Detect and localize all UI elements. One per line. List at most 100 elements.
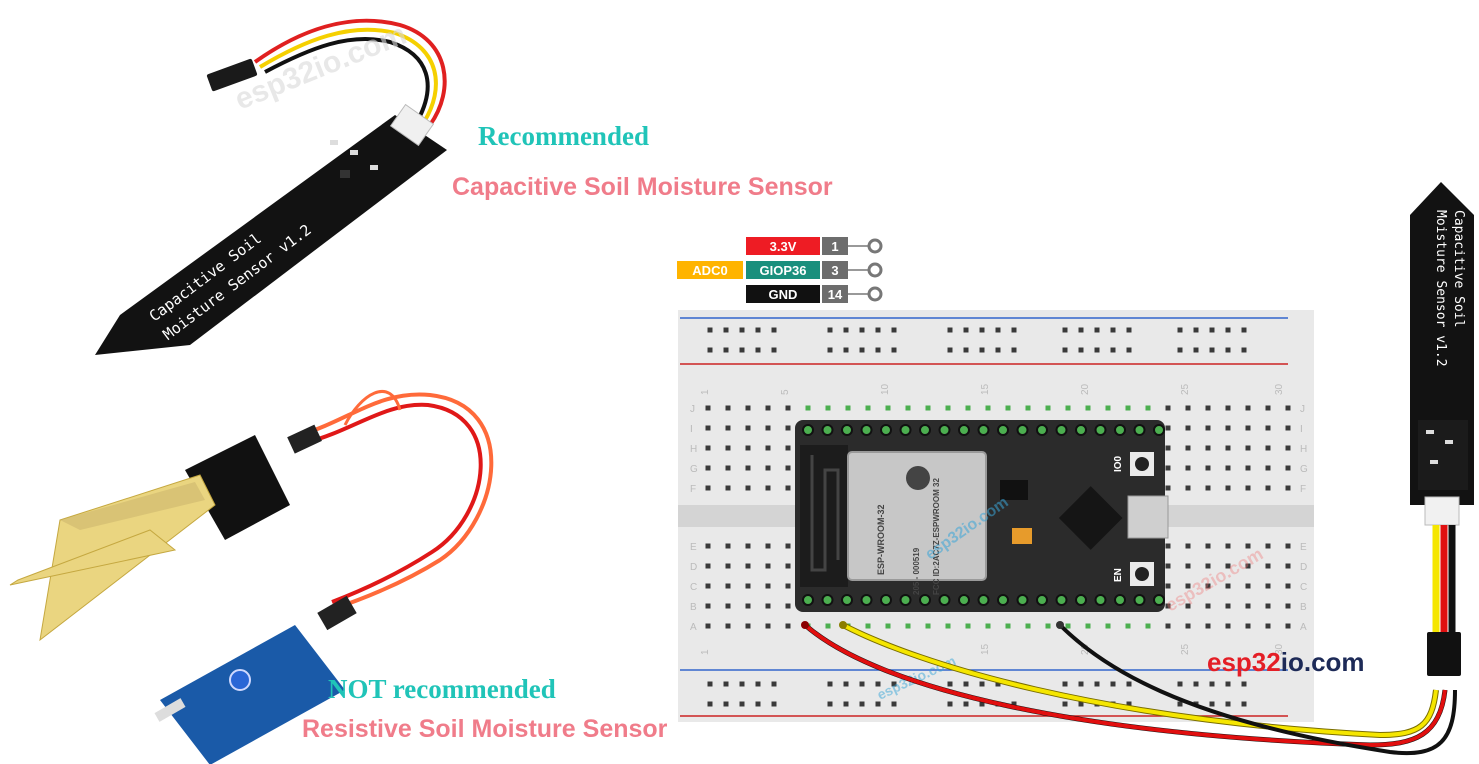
breadboard-hole	[1185, 583, 1191, 589]
breadboard-hole	[745, 405, 751, 411]
breadboard-hole	[875, 347, 881, 353]
breadboard-hole	[1209, 347, 1215, 353]
row-letter: I	[1300, 424, 1303, 435]
breadboard-hole	[1205, 425, 1211, 431]
breadboard-hole	[1225, 485, 1231, 491]
pin-signal-adc0: ADC0	[692, 263, 727, 278]
breadboard-hole	[1285, 623, 1291, 629]
breadboard-hole	[1177, 701, 1183, 707]
breadboard-hole	[1085, 405, 1091, 411]
esp32-header-pin	[977, 424, 990, 436]
esp32-header-pin	[841, 424, 853, 436]
esp32-header-pin	[1094, 424, 1107, 436]
breadboard-hole	[1241, 681, 1247, 687]
breadboard-hole	[755, 701, 761, 707]
esp32-board: ESP-WROOM-32 205 - 000519 FCC ID:2AC7Z-E…	[795, 420, 1169, 612]
breadboard-hole	[745, 425, 751, 431]
capacitive-sensor-right-text-2: Moisture Sensor v1.2	[1433, 210, 1448, 367]
breadboard-hole	[1225, 563, 1231, 569]
breadboard-hole	[765, 583, 771, 589]
breadboard-hole	[827, 701, 833, 707]
esp32-header-pin	[1016, 594, 1029, 606]
breadboard-hole	[1185, 405, 1191, 411]
breadboard-hole	[725, 563, 731, 569]
breadboard-hole	[705, 603, 711, 609]
col-number-25-top: 25	[1180, 383, 1191, 395]
breadboard-hole	[843, 347, 849, 353]
breadboard-hole	[745, 603, 751, 609]
esp32-header-pin	[1016, 424, 1029, 436]
breadboard-hole	[843, 701, 849, 707]
breadboard-hole	[739, 327, 745, 333]
breadboard-hole	[765, 603, 771, 609]
breadboard-hole	[1265, 623, 1271, 629]
brand-com: .com	[1304, 647, 1365, 677]
watermark-text: esp32io.com	[230, 18, 411, 117]
esp32-header-pin	[860, 594, 873, 606]
breadboard-hole	[1285, 603, 1291, 609]
row-letter: H	[1300, 444, 1307, 455]
breadboard-hole	[1265, 405, 1271, 411]
breadboard-hole	[771, 327, 777, 333]
esp32-header-pin	[860, 424, 873, 436]
breadboard-hole	[945, 405, 951, 411]
breadboard-hole	[1209, 681, 1215, 687]
not-recommended-heading: NOT recommended	[328, 674, 556, 704]
breadboard-hole	[745, 543, 751, 549]
breadboard-hole	[1205, 583, 1211, 589]
row-letter: C	[690, 582, 697, 593]
esp32-header-pin	[802, 594, 814, 606]
pin-name-box-vcc	[746, 237, 820, 255]
breadboard-hole	[785, 425, 791, 431]
breadboard-hole	[1165, 485, 1171, 491]
breadboard-hole	[1241, 327, 1247, 333]
breadboard-holes	[705, 327, 1291, 707]
breadboard-hole	[1025, 623, 1031, 629]
breadboard-hole	[725, 425, 731, 431]
breadboard-hole	[1205, 603, 1211, 609]
breadboard-hole	[1265, 583, 1271, 589]
col-number-30-top: 30	[1274, 383, 1285, 395]
breadboard-hole	[979, 347, 985, 353]
breadboard-hole	[771, 701, 777, 707]
breadboard-hole	[825, 405, 831, 411]
breadboard-hole	[725, 603, 731, 609]
breadboard-hole	[1110, 347, 1116, 353]
breadboard-hole	[1225, 425, 1231, 431]
button-en-label: EN	[1113, 568, 1124, 582]
wires	[801, 621, 1457, 755]
breadboard-hole	[771, 347, 777, 353]
esp32-header-pin	[997, 594, 1009, 606]
esp32-header-pin	[1114, 594, 1126, 606]
breadboard-hole	[785, 405, 791, 411]
breadboard-hole	[845, 405, 851, 411]
breadboard-hole	[963, 347, 969, 353]
breadboard-hole	[1225, 347, 1231, 353]
breadboard-hole	[1285, 445, 1291, 451]
breadboard-hole	[1193, 681, 1199, 687]
breadboard-hole	[1245, 445, 1251, 451]
row-letter: E	[1300, 542, 1307, 553]
esp32-header-pin	[880, 594, 892, 606]
breadboard-hole	[745, 465, 751, 471]
breadboard-hole	[1225, 445, 1231, 451]
breadboard-hole	[1094, 327, 1100, 333]
breadboard-hole	[1205, 485, 1211, 491]
breadboard-hole	[1094, 347, 1100, 353]
breadboard-hole	[963, 701, 969, 707]
breadboard-hole	[995, 347, 1001, 353]
row-letter: I	[690, 424, 693, 435]
breadboard-hole	[1145, 623, 1151, 629]
col-number-5-top: 5	[780, 389, 791, 395]
breadboard-hole	[705, 623, 711, 629]
breadboard-hole	[1110, 327, 1116, 333]
resistive-sensor-illustration	[9, 389, 494, 764]
breadboard-hole	[745, 623, 751, 629]
recommended-sensor-name: Capacitive Soil Moisture Sensor	[452, 173, 833, 201]
breadboard-hole	[995, 327, 1001, 333]
col-number-15-top: 15	[980, 383, 991, 395]
capacitive-sensor-right-text-1: Capacitive Soil	[1451, 210, 1466, 327]
breadboard-hole	[1185, 445, 1191, 451]
breadboard-hole	[1126, 327, 1132, 333]
